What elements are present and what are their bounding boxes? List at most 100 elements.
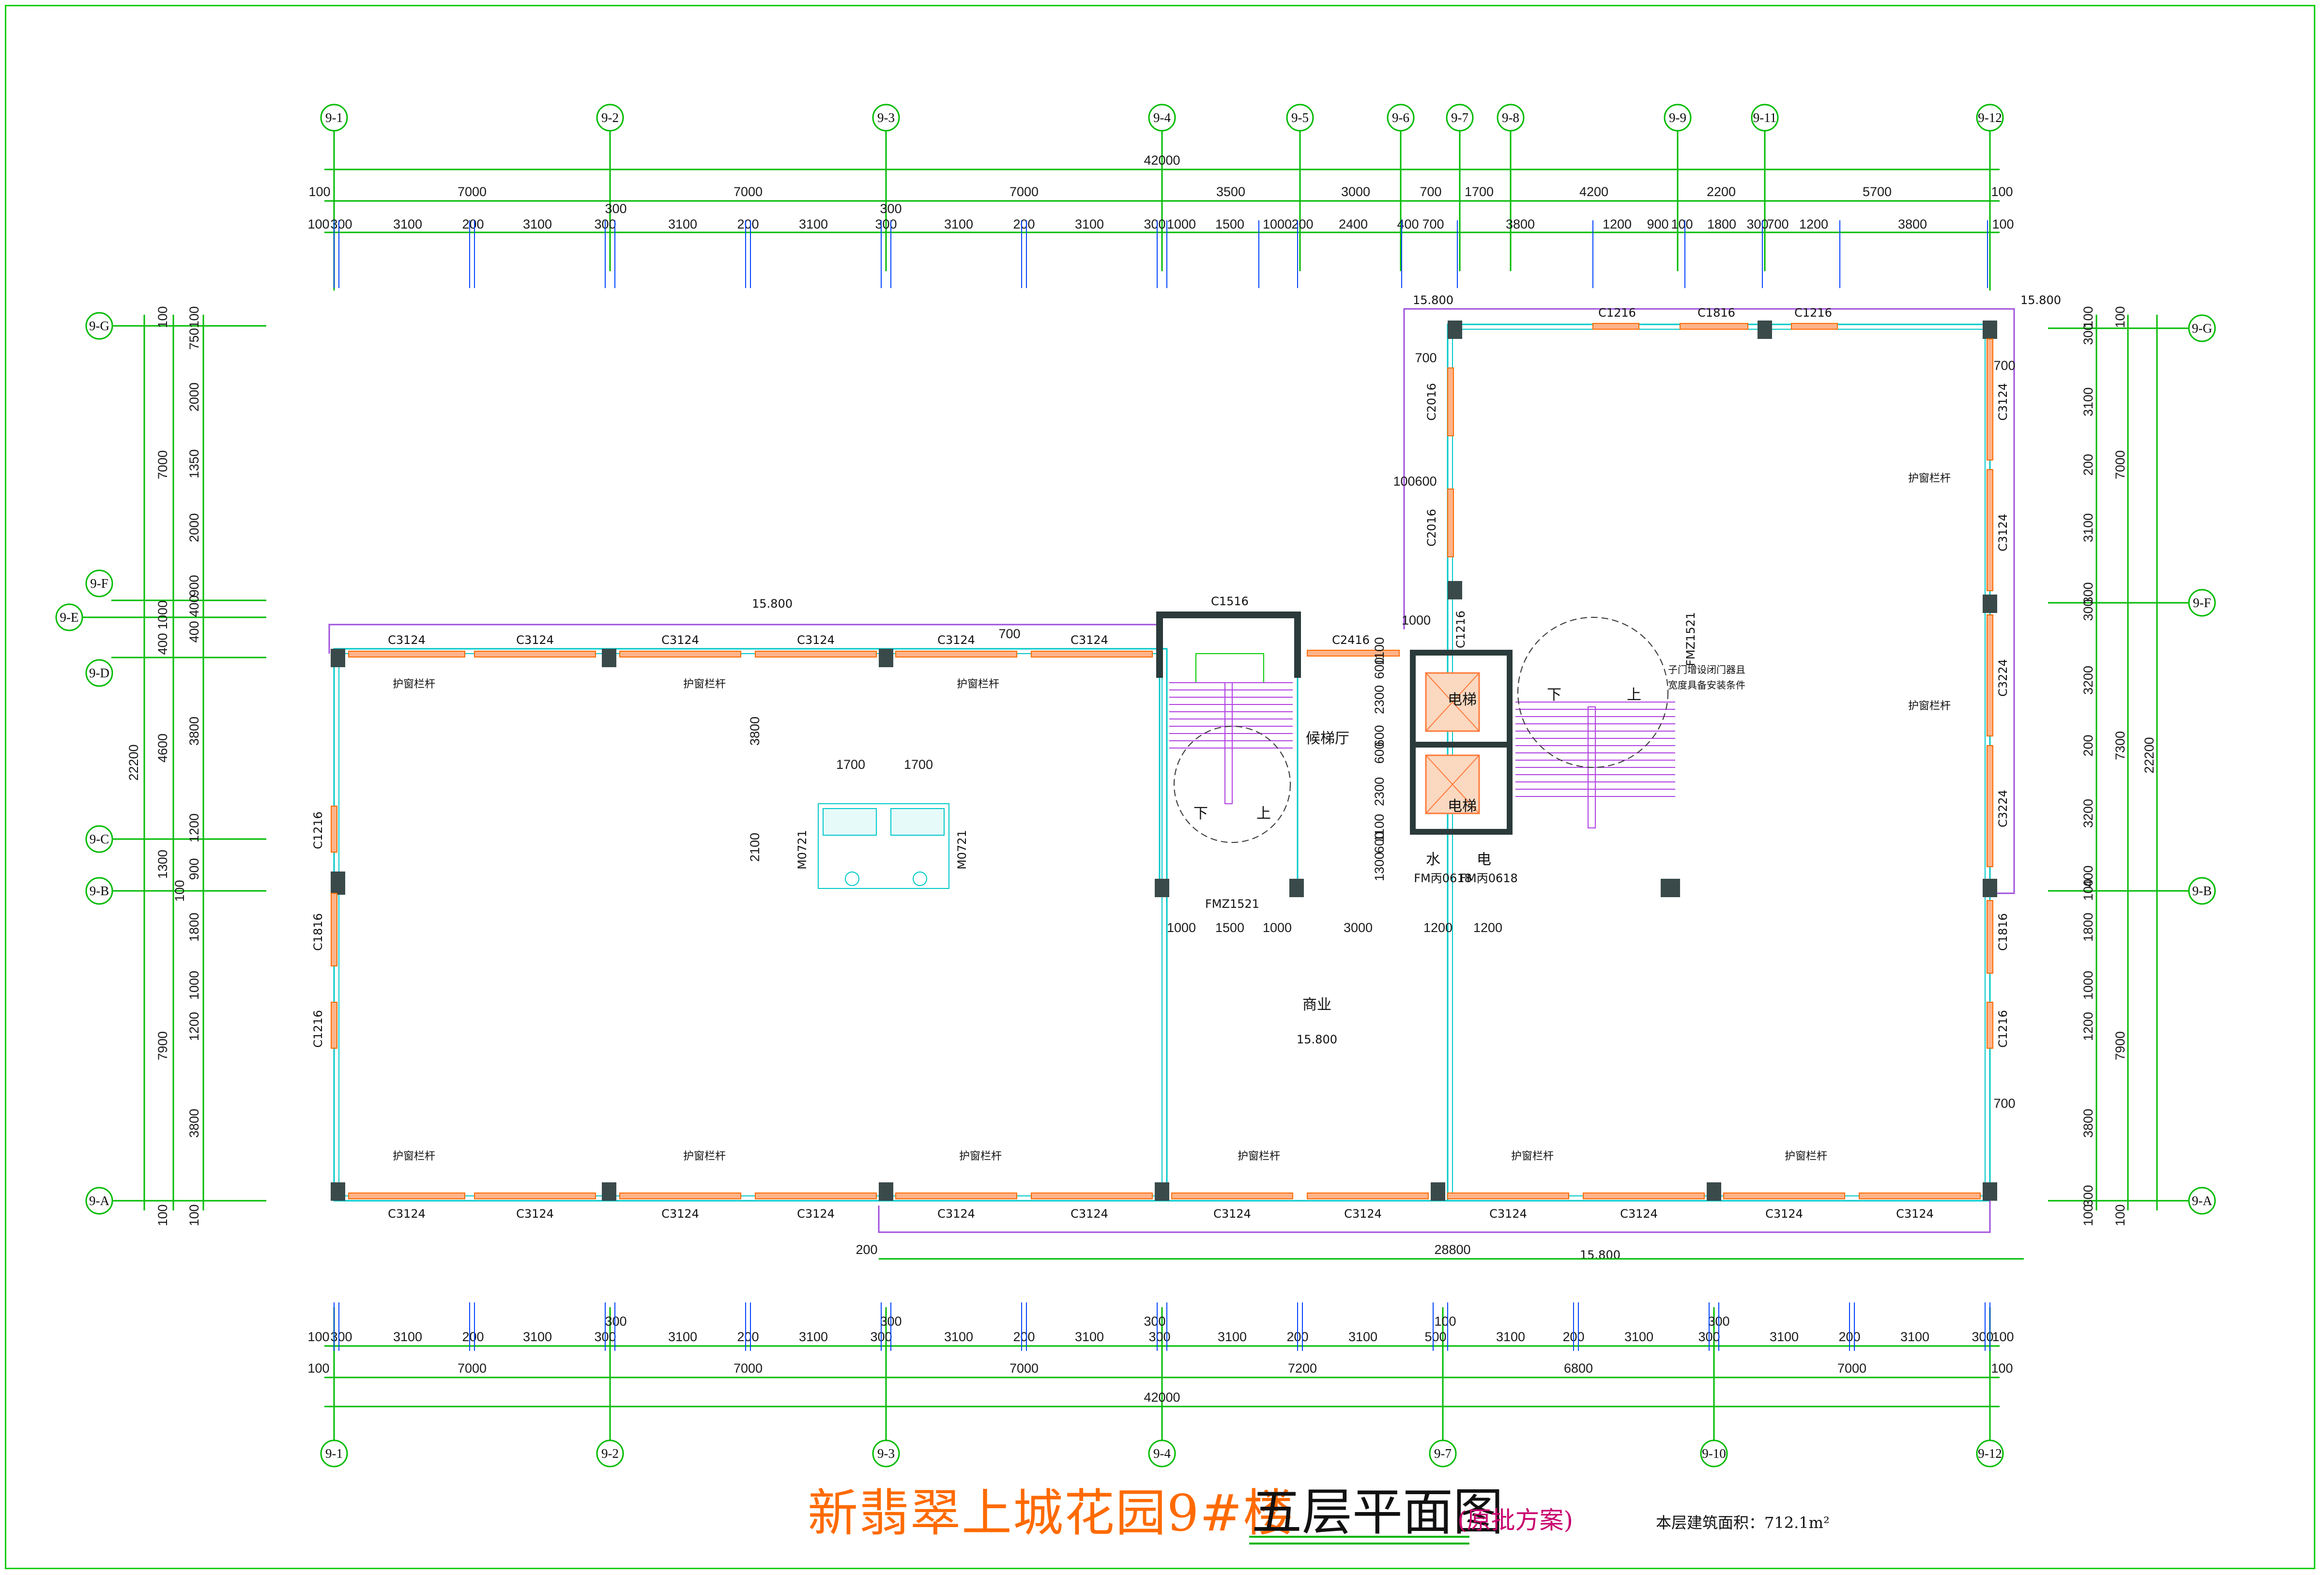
drawing-annotation: 300 [1144,217,1165,231]
drawing-annotation: 1000 [1167,920,1196,935]
drawing-annotation: 9-B [2192,884,2212,898]
drawing-annotation: 15.800 [2020,293,2061,307]
drawing-annotation: 9-F [2193,596,2211,610]
drawing-annotation: 15.800 [1297,1033,1337,1046]
stair-core [1156,612,1301,896]
drawing-annotation: 上 [1627,687,1641,703]
drawing-annotation: 1800 [2081,913,2095,942]
drawing-annotation: 200 [462,1330,484,1344]
drawing-annotation: 400 [187,595,201,617]
drawing-annotation: 1000 [187,971,201,1000]
drawing-annotation: 护窗栏杆 [959,1150,1002,1162]
bottom-axis-bubbles [320,1439,2004,1468]
drawing-annotation: 600 [1372,742,1387,764]
drawing-annotation: 2200 [1707,184,1736,199]
drawing-annotation: 护窗栏杆 [683,678,726,690]
drawing-annotation: 15.800 [1413,293,1453,307]
drawing-annotation: 200 [2081,734,2095,756]
drawing-annotation: C3124 [1620,1207,1658,1221]
drawing-annotation: 3100 [944,1330,973,1344]
bottom-dimension-ticks [334,1302,1990,1351]
drawing-annotation: 7900 [2113,1031,2127,1060]
drawing-annotation: C1216 [1454,611,1468,648]
drawing-annotation: 300 [605,201,627,216]
drawing-annotation: 护窗栏杆 [1908,700,1951,712]
drawing-annotation: C3124 [1996,514,2010,551]
drawing-annotation: 100 [155,306,170,328]
drawing-annotation: 3100 [523,1330,552,1344]
building-outline [328,308,2015,1233]
drawing-annotation: 400 [2081,865,2095,887]
drawing-annotation: 7000 [2113,450,2127,479]
structural-columns [331,321,1997,1201]
elevator-label: 电梯 [1448,691,1477,708]
drawing-annotation: C3124 [516,1207,554,1221]
axis-label: 9-12 [1978,110,2002,125]
windows [331,323,1993,1199]
axis-label: 9-4 [1153,110,1171,125]
left-axis-bubbles [55,312,113,1215]
drawing-annotation: 1700 [836,757,865,772]
drawing-annotation: C2016 [1425,383,1438,421]
right-axis-lines [2048,315,2188,1210]
drawing-annotation: 400 [187,621,201,642]
elevator-core [1410,650,1513,835]
drawing-annotation: 22200 [2142,737,2156,773]
drawing-annotation: 1200 [1473,920,1502,935]
axis-label: 9-7 [1451,110,1468,125]
drawing-annotation: 100 [187,1204,201,1226]
drawing-annotation: 700 [998,627,1020,641]
floor-area-note: 本层建筑面积：712.1m² [1656,1514,1830,1532]
drawing-annotation: 3200 [2081,799,2095,828]
drawing-annotation: 9-12 [1978,1446,2002,1461]
drawing-annotation: 300 [1144,1314,1165,1329]
drawing-annotation: 1200 [1603,217,1632,231]
drawing-annotation: 3500 [1216,184,1245,199]
drawing-annotation: 9-D [89,666,109,680]
drawing-annotation: 22200 [126,744,141,780]
drawing-annotation: 200 [737,217,759,231]
drawing-annotation: 100 [155,1204,170,1226]
drawing-annotation: 9-2 [601,1446,619,1461]
drawing-annotation: 3000 [1344,920,1373,935]
drawing-annotation: 3800 [187,717,201,746]
drawing-annotation: 700 [1993,1096,2015,1111]
drawing-annotation: 9-C [90,832,109,846]
drawing-annotation: C3124 [1213,1207,1251,1221]
drawing-annotation: 100 [1992,217,2014,231]
drawing-annotation: 1500 [1215,217,1244,231]
drawing-annotation: 100 [1991,184,2013,199]
drawing-annotation: 3100 [393,1330,422,1344]
axis-label: 9-2 [601,110,619,125]
bottom-axis-lines [324,1258,2024,1440]
drawing-annotation: 3100 [944,217,973,231]
drawing-annotation: 3200 [2081,666,2095,695]
drawing-frame [5,5,2315,1569]
right-axis-bubbles [2188,314,2216,1215]
drawing-annotation: 600 [1415,474,1437,489]
drawing-annotation: 28800 [1434,1242,1470,1257]
drawing-annotation: 护窗栏杆 [1908,473,1951,485]
project-title: 新翡翠上城花园9#楼 [808,1483,1295,1543]
drawing-annotation: 7000 [155,450,170,479]
window-tags-bottom: C3124 C3124 C3124 C3124 C3124 C3124 C312… [388,1207,1934,1221]
axis-label: 9-11 [1753,110,1777,125]
drawing-annotation: 下 [1193,805,1208,822]
drawing-annotation: 600 [1372,725,1387,747]
drawing-annotation: 600 [1372,831,1387,853]
top-dimension-text: 42000 100 7000 300 7000 300 7000 3500 30… [307,153,2014,231]
stair-center-treads [1169,682,1293,804]
drawing-annotation: FM丙0618 [1460,872,1518,885]
bottom-dimension-text: 200 28800 100 300 3100 200 3100 300 300 … [307,1242,2014,1405]
drawing-annotation: 3800 [2081,1109,2095,1138]
drawing-title: 五层平面图 [1252,1483,1504,1542]
drawing-annotation: C3124 [1896,1207,1934,1221]
axis-label: 9-6 [1392,110,1409,125]
right-block-wall [1447,323,1991,1202]
bottom-axis-labels: 9-1 9-2 9-3 9-4 9-7 9-10 9-12 [325,1446,2002,1461]
drawing-annotation: 9-F [90,576,108,591]
drawing-annotation: 9-E [60,610,79,625]
railing-labels: 护窗栏杆 护窗栏杆 护窗栏杆 护窗栏杆 护窗栏杆 护窗栏杆 护窗栏杆 护窗栏杆 … [393,473,1951,1162]
drawing-annotation: 1200 [1799,217,1828,231]
drawing-annotation: 600 [1372,657,1387,679]
